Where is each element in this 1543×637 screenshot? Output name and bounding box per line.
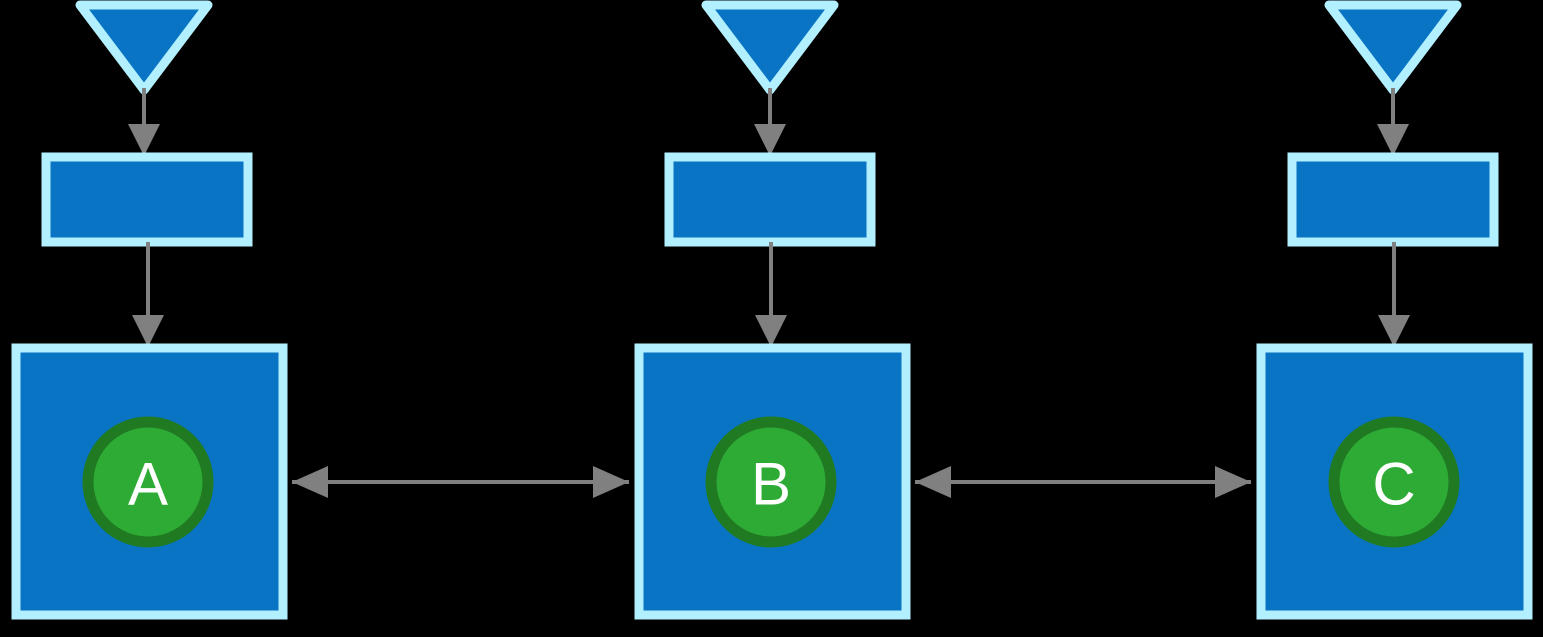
inverted-triangle-shape-c[interactable]	[1324, 0, 1462, 95]
rectangle-shape-a[interactable]	[41, 152, 253, 247]
column-group-a: A	[11, 0, 288, 620]
rectangle-shape-c[interactable]	[1287, 152, 1499, 247]
node-label-a: A	[128, 451, 168, 518]
rectangle-shape-b[interactable]	[664, 152, 876, 247]
node-label-b: B	[751, 451, 791, 518]
circle-node-c[interactable]	[1328, 416, 1460, 548]
node-label-c: C	[1372, 451, 1415, 518]
inverted-triangle-shape-b[interactable]	[701, 0, 839, 95]
column-group-b: B	[634, 0, 911, 620]
column-group-c: C	[1256, 0, 1533, 620]
inverted-triangle-shape-a[interactable]	[75, 0, 213, 95]
circle-node-b[interactable]	[705, 416, 837, 548]
circle-node-a[interactable]	[82, 416, 214, 548]
